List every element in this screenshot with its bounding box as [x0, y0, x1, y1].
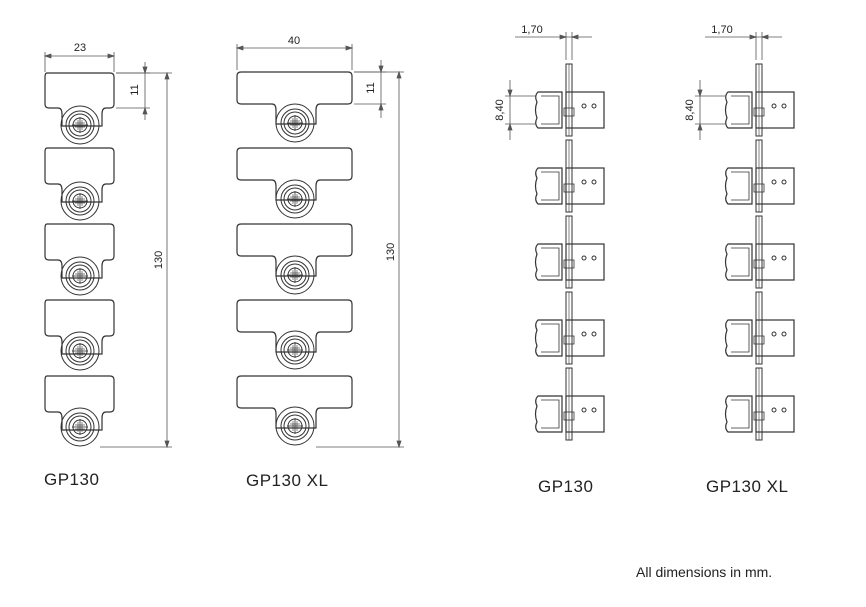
gp130xl-front-caption: GP130 XL [246, 471, 329, 490]
gp130-side-link-5 [534, 367, 605, 441]
gp130xl-pin-label: 1,70 [711, 24, 732, 36]
gp130xl-tab-label: 11 [365, 82, 377, 93]
gp130-front-caption: GP130 [44, 470, 100, 489]
gp130-side-link-3 [534, 215, 605, 289]
gp130xl-pin-dimension [705, 32, 782, 60]
gp130-plate-1 [44, 72, 115, 145]
gp130xl-plate-3 [236, 223, 353, 295]
gp130xl-plate-5 [236, 375, 353, 446]
gp130xl-plate-1 [236, 71, 353, 143]
gp130-width-label: 23 [74, 42, 86, 54]
gp130xl-side-link-4 [724, 291, 795, 365]
gp130xl-front-view: 40 11 130 [235, 35, 404, 449]
gp130-height-label: 130 [153, 251, 165, 269]
gp130-front-view: 23 11 130 [43, 42, 172, 449]
gp130xl-height-dimension [316, 70, 404, 449]
gp130-plate-4 [44, 299, 115, 371]
gp130-plate-5 [44, 375, 115, 447]
gp130-height-dimension [100, 71, 172, 449]
gp130-tab-label: 11 [129, 84, 141, 95]
gp130xl-side-view: 1,70 8,40 [684, 24, 795, 441]
gp130xl-side-link-2 [724, 139, 795, 213]
gp130xl-side-link-1 [724, 63, 795, 137]
gp130-side-caption: GP130 [538, 477, 594, 496]
gp130xl-plate-2 [236, 147, 353, 219]
gp130-width-dimension [43, 52, 116, 72]
gp130-depth-dimension [505, 80, 536, 140]
units-footnote: All dimensions in mm. [636, 564, 773, 580]
gp130-plate-3 [44, 223, 115, 296]
gp130xl-width-dimension [235, 44, 354, 70]
gp130-depth-label: 8,40 [494, 99, 506, 120]
gp130-pin-dimension [515, 32, 592, 60]
gp130-side-link-4 [534, 291, 605, 365]
gp130xl-side-caption: GP130 XL [706, 477, 789, 496]
gp130xl-plate-4 [236, 299, 353, 370]
gp130xl-depth-label: 8,40 [684, 99, 696, 120]
gp130xl-height-label: 130 [385, 243, 397, 261]
gp130xl-side-link-5 [724, 367, 795, 441]
gp130-pin-label: 1,70 [521, 24, 542, 36]
gp130-side-link-1 [534, 63, 605, 137]
gp130-side-link-2 [534, 139, 605, 213]
gp130-side-view: 1,70 8,40 [494, 24, 605, 441]
gp130xl-side-link-3 [724, 215, 795, 289]
gp130-plate-2 [44, 147, 115, 221]
gp130xl-width-label: 40 [288, 35, 300, 47]
gp130xl-depth-dimension [695, 80, 726, 140]
